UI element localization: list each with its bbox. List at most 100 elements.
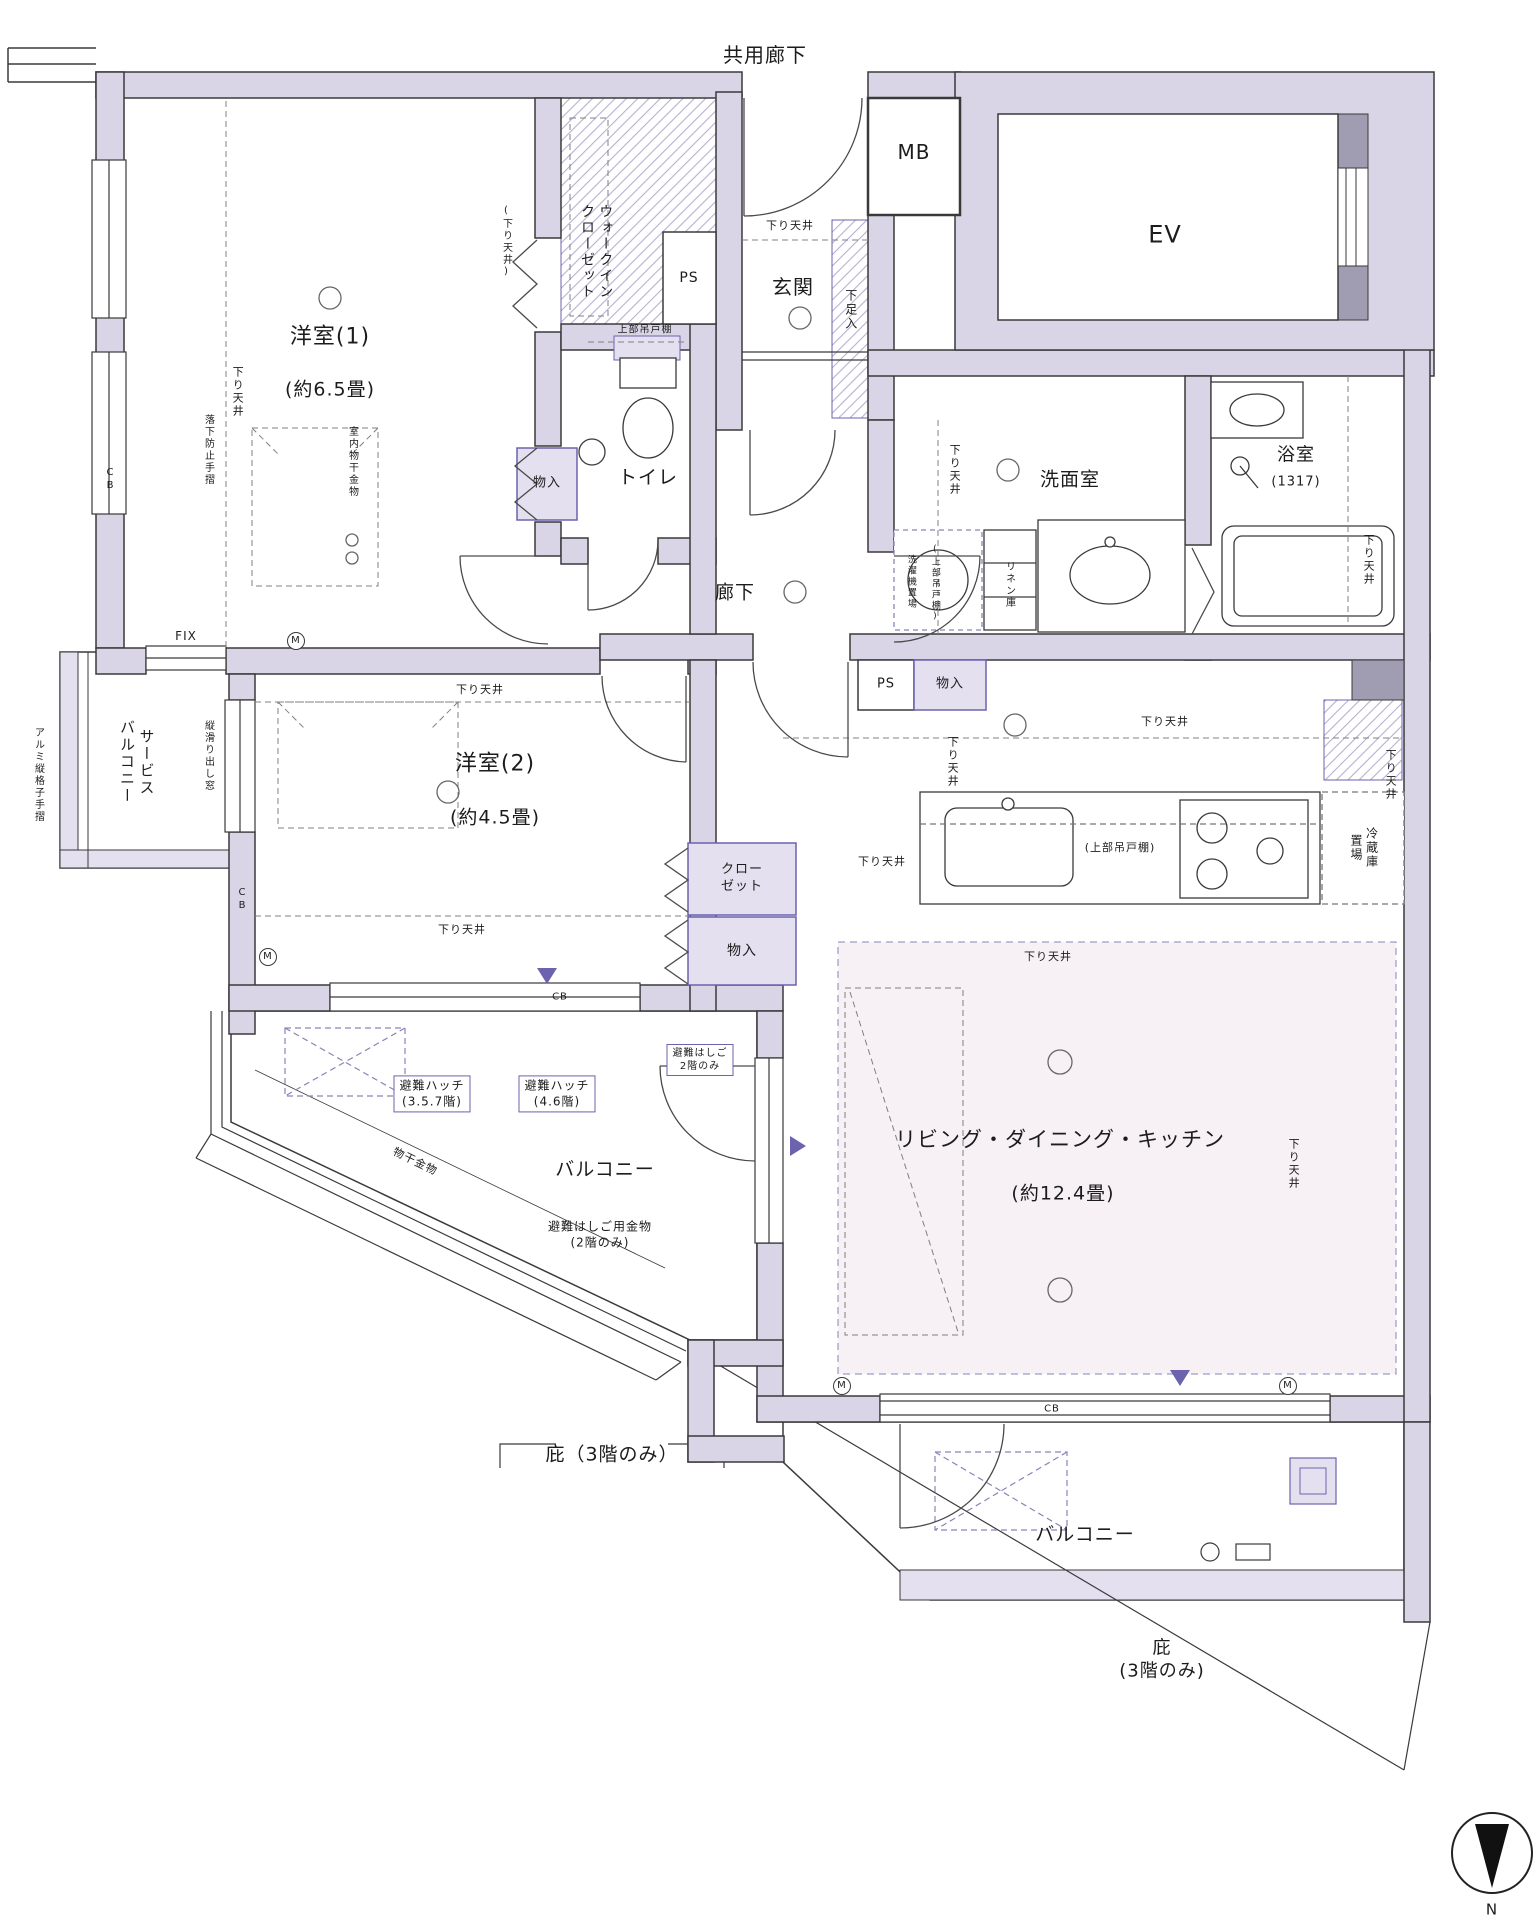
doors <box>459 97 1215 1529</box>
balcony-right <box>782 1421 1405 1601</box>
label-room2-size: (約4.5畳) <box>449 806 541 829</box>
compass <box>1451 1812 1533 1894</box>
room1-door <box>459 555 549 645</box>
label-fridge-space: 冷蔵庫 置場 <box>1349 827 1379 869</box>
evacuation-hatches <box>284 1027 1068 1531</box>
dashed-ceiling-lines <box>225 101 1404 1336</box>
elevator <box>997 113 1369 321</box>
pipes <box>7 47 96 83</box>
label-shoe-box: 下足入 <box>843 289 858 331</box>
label-lowered-ceiling-h: 下り天井 <box>1024 949 1072 963</box>
label-ps-2: PS <box>876 676 896 692</box>
label-lowered-ceiling-g: 下り天井 <box>438 922 486 936</box>
label-cb-1: CB <box>104 467 116 493</box>
columns <box>1337 113 1405 701</box>
label-storage-2: 物入 <box>935 676 965 692</box>
label-washroom: 洗面室 <box>1039 468 1101 491</box>
label-entrance: 玄関 <box>772 275 814 299</box>
storage-box-3 <box>687 916 797 986</box>
label-ladder-hw: 避難はしご用金物 (2階のみ) <box>547 1219 653 1249</box>
meter-box <box>866 96 962 217</box>
label-lowered-ceiling-f: 下り天井 <box>456 682 504 696</box>
label-upper-cabinet-toilet: 上部吊戸棚 <box>617 324 673 336</box>
closet-bifold-door <box>663 847 690 913</box>
label-cb-3: CB <box>552 991 568 1003</box>
toilet-door <box>587 539 659 611</box>
m-mark-2: M <box>259 948 277 966</box>
label-aluminum-rail: アルミ縦格子手摺 <box>32 727 44 823</box>
label-ldk: リビング・ダイニング・キッチン <box>895 1127 1225 1152</box>
kitchen-sink <box>944 807 1074 887</box>
label-storage-3: 物入 <box>727 942 757 959</box>
hall-door <box>749 429 836 516</box>
bath-fixtures <box>1210 381 1395 627</box>
label-wic: ウォークイン クローゼット <box>579 204 614 300</box>
label-balcony-1: バルコニー <box>555 1158 655 1181</box>
label-ev: EV <box>1148 220 1182 249</box>
ps-shaft-2 <box>857 659 915 711</box>
fridge-space <box>1321 791 1405 905</box>
label-bathroom-size: (1317) <box>1271 474 1321 490</box>
label-lowered-ceiling-l: 下り天井 <box>858 854 906 868</box>
label-eaves-3f: 庇（3階のみ） <box>545 1443 679 1466</box>
label-lowered-ceiling-k: 下り天井 <box>946 736 960 788</box>
m-mark-4: M <box>1279 1377 1297 1395</box>
label-common-corridor: 共用廊下 <box>723 43 807 67</box>
storage-box-2 <box>913 659 987 711</box>
ldk-shaded-region <box>837 941 1397 1375</box>
entrance-step <box>742 351 868 361</box>
label-service-balcony: サービス バルコニー <box>118 719 156 805</box>
balcony-right-door <box>899 1423 1005 1529</box>
balcony-right-fixtures <box>1200 1457 1337 1562</box>
label-mb: MB <box>897 140 931 164</box>
closet-box <box>687 842 797 916</box>
label-lowered-ceiling-b: 下り天井 <box>766 218 814 232</box>
linen-cabinet <box>983 529 1037 631</box>
label-fix: FIX <box>175 629 197 644</box>
compass-needle <box>1475 1824 1509 1888</box>
label-balcony-2: バルコニー <box>1035 1523 1135 1546</box>
m-mark-1: M <box>287 632 305 650</box>
entrance-door <box>743 97 863 217</box>
label-lowered-ceiling-j: 下り天井 <box>1384 749 1398 801</box>
washroom-door <box>893 555 981 643</box>
storage-boxes <box>516 231 987 986</box>
m-mark-3: M <box>833 1377 851 1395</box>
label-closet: クロー ゼット <box>720 862 764 894</box>
light-symbols <box>318 286 1073 1303</box>
label-lowered-ceiling-d: 下り天井 <box>1362 534 1376 586</box>
triangle-markers <box>537 968 1190 1386</box>
stove <box>1179 799 1309 899</box>
storage3-bifold-door <box>663 919 690 985</box>
ps-shaft-1 <box>662 231 717 325</box>
label-hallway: 廊下 <box>714 581 756 604</box>
label-eaves-3f-2: 庇 (3階のみ) <box>1119 1637 1205 1682</box>
label-ldk-size: (約12.4畳) <box>1011 1182 1115 1205</box>
label-upper-cabinet-washer: (上部吊戸棚) <box>929 544 940 624</box>
label-washer-space: 洗濯機置場 <box>905 554 916 610</box>
label-lowered-ceiling-e: 下り天井 <box>1141 714 1189 728</box>
ldk-door <box>752 661 849 758</box>
label-escape-ladder: 避難はしご 2階のみ <box>666 1044 734 1076</box>
label-room2: 洋室(2) <box>454 751 536 777</box>
label-storage-1: 物入 <box>532 475 562 491</box>
drain <box>1200 1542 1220 1562</box>
label-upper-cabinet-kitchen: (上部吊戸棚) <box>1084 840 1156 854</box>
label-cb-4: CB <box>1044 1403 1060 1415</box>
label-bathroom: 浴室 <box>1277 444 1315 466</box>
label-linen: リネン庫 <box>1003 561 1015 609</box>
label-room1-size: (約6.5畳) <box>284 378 376 401</box>
toilet-fixture <box>578 335 681 466</box>
label-cb-2: CB <box>236 887 248 913</box>
bath-folding-door <box>1191 547 1215 635</box>
label-hatch-46: 避難ハッチ (4.6階) <box>518 1075 596 1113</box>
label-hatch-357: 避難ハッチ (3.5.7階) <box>393 1075 471 1113</box>
wic-bifold-door <box>512 239 538 329</box>
label-lowered-ceiling-i: 下り天井 <box>1287 1138 1301 1190</box>
label-lowered-ceiling-wic: (下り天井) <box>500 205 512 279</box>
kitchen-fixtures <box>919 791 1405 905</box>
storage1-bifold-door <box>513 447 539 521</box>
windows <box>91 159 1331 1423</box>
